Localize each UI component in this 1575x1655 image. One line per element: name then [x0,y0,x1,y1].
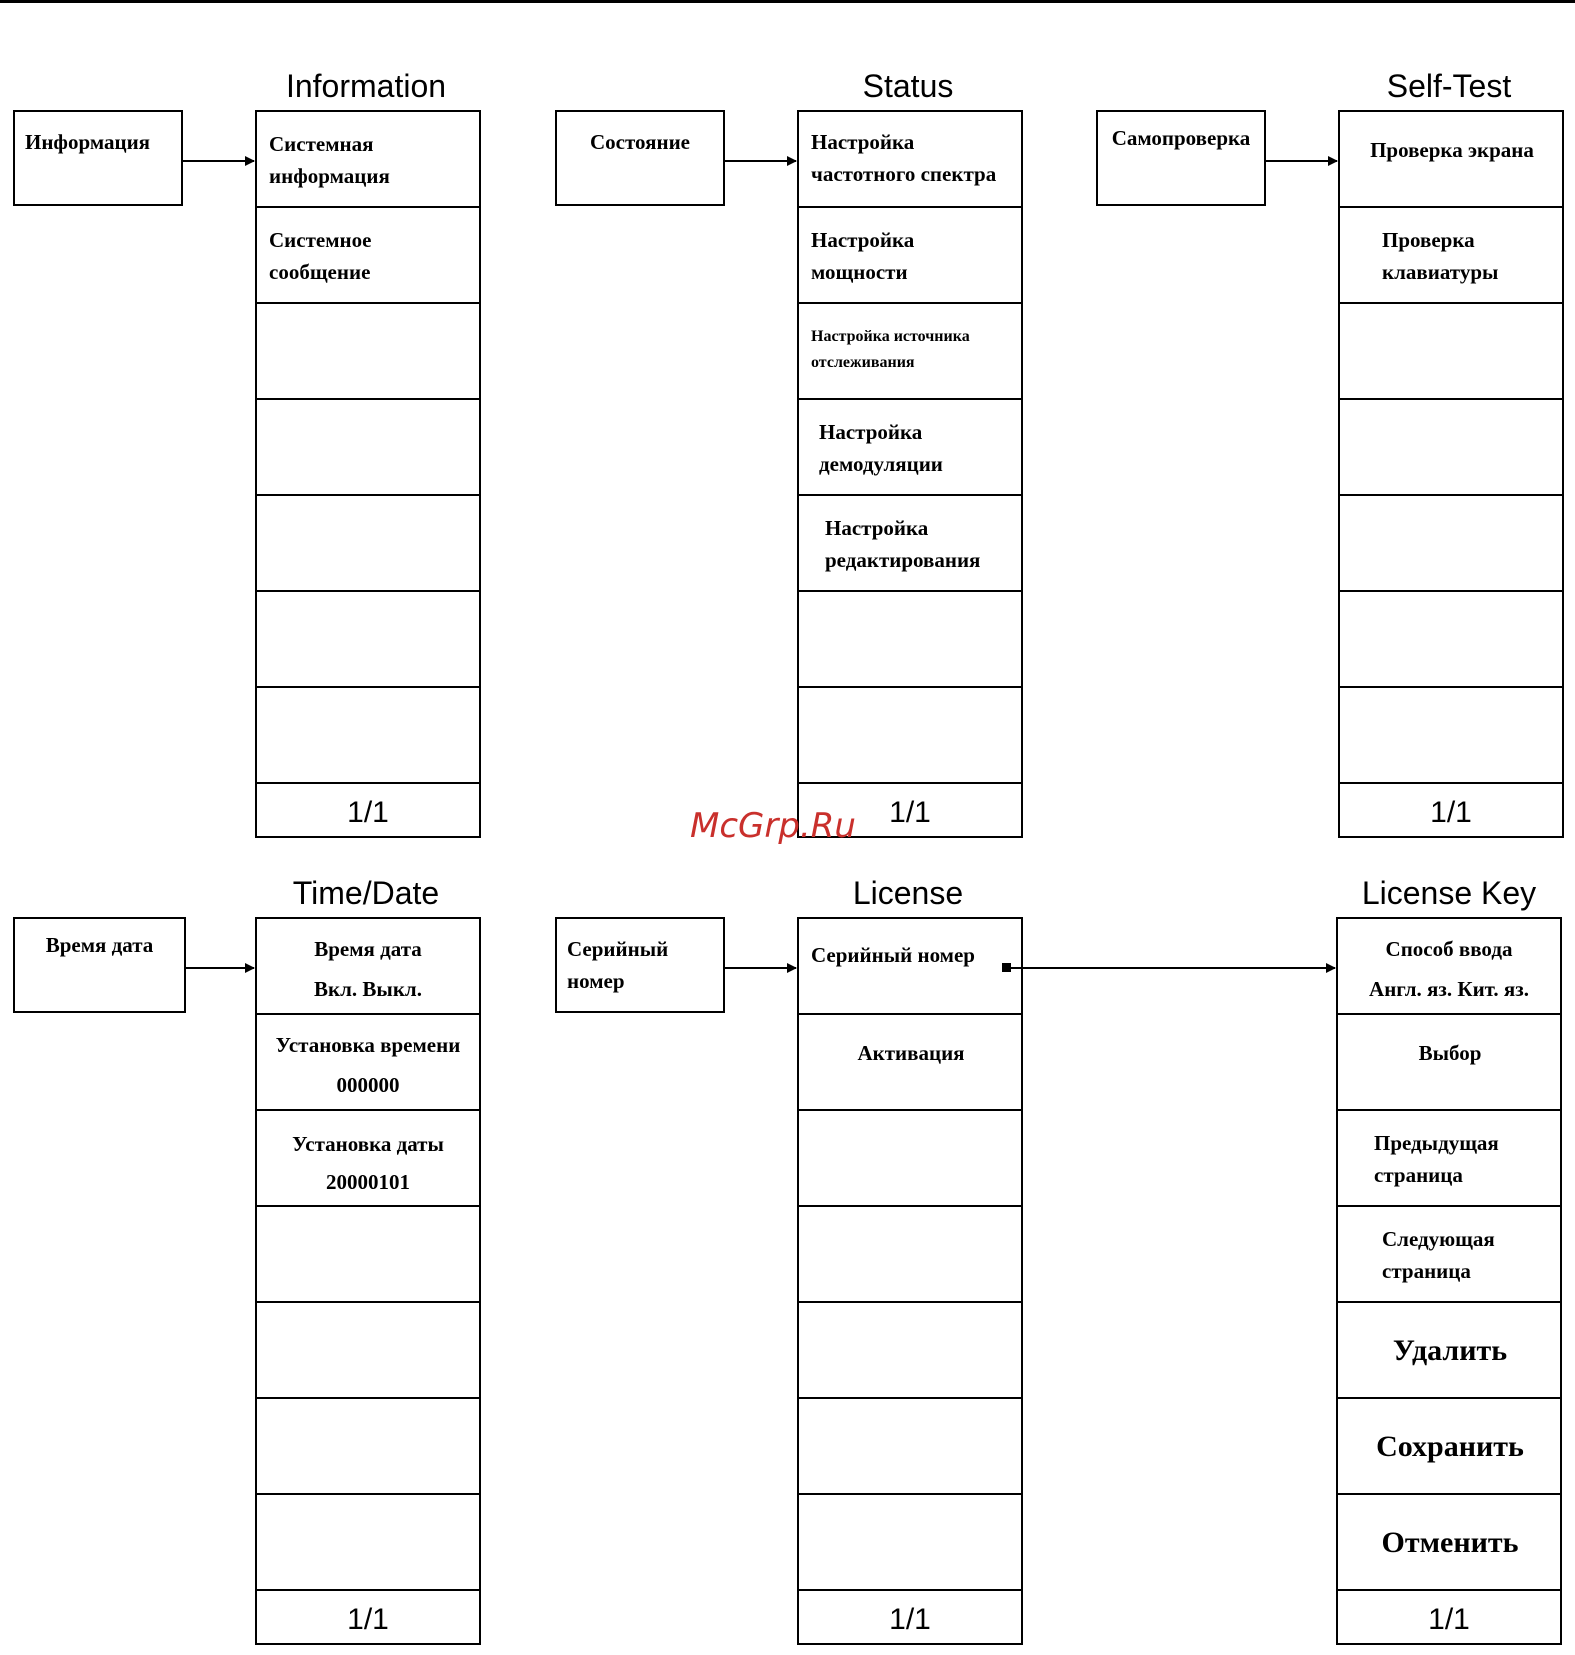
menu-cell[interactable]: Отменить [1338,1495,1560,1591]
source-box-status[interactable]: Состояние [555,110,725,206]
menu-cell[interactable] [799,1399,1021,1495]
menu-cell[interactable]: Удалить [1338,1303,1560,1399]
page-indicator: 1/1 [347,1603,389,1636]
menu-cell[interactable] [1340,400,1562,496]
menu-cell[interactable]: Способ ввода Англ. яз. Кит. яз. [1338,919,1560,1015]
menu-cell[interactable] [799,1495,1021,1591]
menu-cell[interactable]: Настройка редактирования [799,496,1021,592]
menu-cell[interactable] [1340,496,1562,592]
panel-title-information: Information [285,68,447,104]
menu-cell[interactable]: Активация [799,1015,1021,1111]
menu-cell[interactable] [257,304,479,400]
source-box-information[interactable]: Информация [13,110,183,206]
menu-cell[interactable]: Настройка демодуляции [799,400,1021,496]
menu-cell[interactable]: Настройка источника отслеживания [799,304,1021,400]
menu-cell[interactable]: Серийный номер [799,919,1021,1015]
menu-cell[interactable]: Установка даты 20000101 [257,1111,479,1207]
menu-cell[interactable] [257,1495,479,1591]
page-indicator: 1/1 [889,1603,931,1636]
source-box-time-date[interactable]: Время дата [13,917,186,1013]
menu-cell[interactable]: Сохранить [1338,1399,1560,1495]
menu-cell[interactable] [1340,592,1562,688]
panel-title-license: License [852,875,964,911]
panel-title-self-test: Self-Test [1386,68,1512,104]
page-indicator: 1/1 [1428,1603,1470,1636]
menu-column-status: Настройка частотного спектра Настройка м… [797,110,1023,838]
menu-cell[interactable] [257,592,479,688]
menu-cell[interactable] [257,1207,479,1303]
menu-cell[interactable] [1340,688,1562,784]
watermark: McGrp.Ru [690,806,856,846]
menu-cell[interactable] [799,1111,1021,1207]
top-rule [0,0,1575,3]
menu-cell[interactable] [799,1207,1021,1303]
menu-column-license-key: Способ ввода Англ. яз. Кит. яз. Выбор Пр… [1336,917,1562,1645]
menu-cell[interactable]: Проверка клавиатуры [1340,208,1562,304]
menu-cell[interactable]: Проверка экрана [1340,112,1562,208]
menu-cell[interactable]: Системная информация [257,112,479,208]
menu-cell[interactable]: Установка времени 000000 [257,1015,479,1111]
page-indicator: 1/1 [889,796,931,829]
menu-cell[interactable]: Системное сообщение [257,208,479,304]
menu-cell[interactable] [799,1303,1021,1399]
menu-cell[interactable] [799,688,1021,784]
page-indicator: 1/1 [1430,796,1472,829]
arrow-origin-dot [1002,963,1011,972]
menu-cell[interactable]: Выбор [1338,1015,1560,1111]
menu-column-information: Системная информация Системное сообщение… [255,110,481,838]
menu-cell[interactable] [257,496,479,592]
menu-cell[interactable] [799,592,1021,688]
menu-cell[interactable] [1340,304,1562,400]
menu-column-self-test: Проверка экрана Проверка клавиатуры 1/1 [1338,110,1564,838]
menu-cell[interactable]: Настройка мощности [799,208,1021,304]
panel-title-license-key: License Key [1361,875,1537,911]
menu-cell[interactable] [257,688,479,784]
menu-cell[interactable] [257,1303,479,1399]
page-indicator: 1/1 [347,796,389,829]
menu-column-license: Серийный номер Активация 1/1 [797,917,1023,1645]
panel-title-time-date: Time/Date [292,875,440,911]
menu-cell[interactable]: Предыдущая страница [1338,1111,1560,1207]
source-box-license[interactable]: Серийный номер [555,917,725,1013]
menu-cell[interactable]: Время дата Вкл. Выкл. [257,919,479,1015]
menu-cell[interactable]: Настройка частотного спектра [799,112,1021,208]
source-box-self-test[interactable]: Самопроверка [1096,110,1266,206]
panel-title-status: Status [862,68,954,104]
menu-cell[interactable]: Следующая страница [1338,1207,1560,1303]
menu-cell[interactable] [257,1399,479,1495]
menu-column-time-date: Время дата Вкл. Выкл. Установка времени … [255,917,481,1645]
menu-cell[interactable] [257,400,479,496]
